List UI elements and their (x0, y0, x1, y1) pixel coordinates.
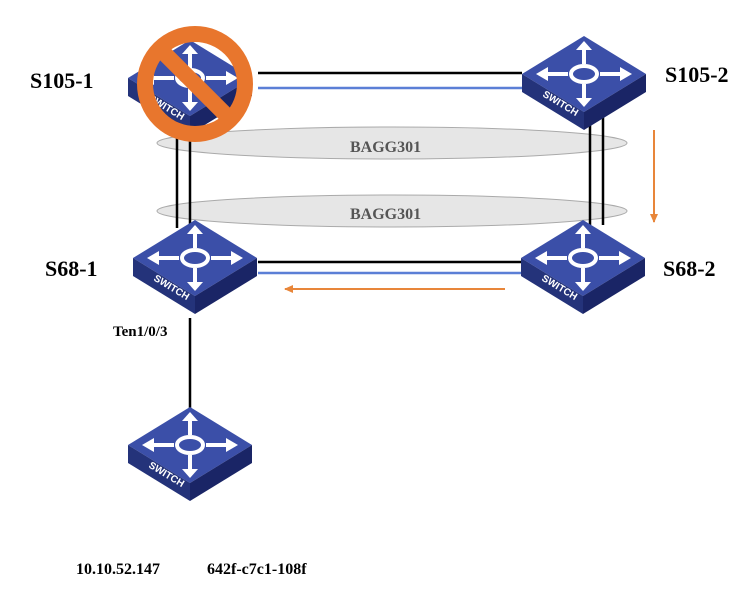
switch-icon (520, 34, 648, 132)
label-s105-2: S105-2 (665, 62, 729, 87)
switch-icon (126, 405, 254, 503)
switch-s68-1: SWITCH (131, 218, 259, 316)
switch-access: SWITCH (126, 405, 254, 503)
label-s68-1: S68-1 (45, 256, 98, 281)
bagg-ellipse-2 (156, 194, 628, 228)
traffic-arrows (284, 130, 658, 293)
switch-icon (519, 218, 647, 316)
bagg-label-1: BAGG301 (350, 139, 421, 156)
switch-icon (131, 218, 259, 316)
bagg-ellipse-1 (156, 126, 628, 160)
footer-ip: 10.10.52.147 (76, 561, 160, 578)
prohibited-icon (137, 26, 253, 142)
bagg-group-2 (156, 194, 628, 228)
bagg-label-2: BAGG301 (350, 206, 421, 223)
switch-s68-2: SWITCH (519, 218, 647, 316)
footer-mac: 642f-c7c1-108f (207, 561, 307, 578)
links (175, 71, 605, 410)
bagg-group-1 (156, 126, 628, 160)
port-label: Ten1/0/3 (113, 324, 167, 340)
label-s105-1: S105-1 (30, 68, 94, 93)
label-s68-2: S68-2 (663, 256, 716, 281)
switch-s105-2: SWITCH (520, 34, 648, 132)
